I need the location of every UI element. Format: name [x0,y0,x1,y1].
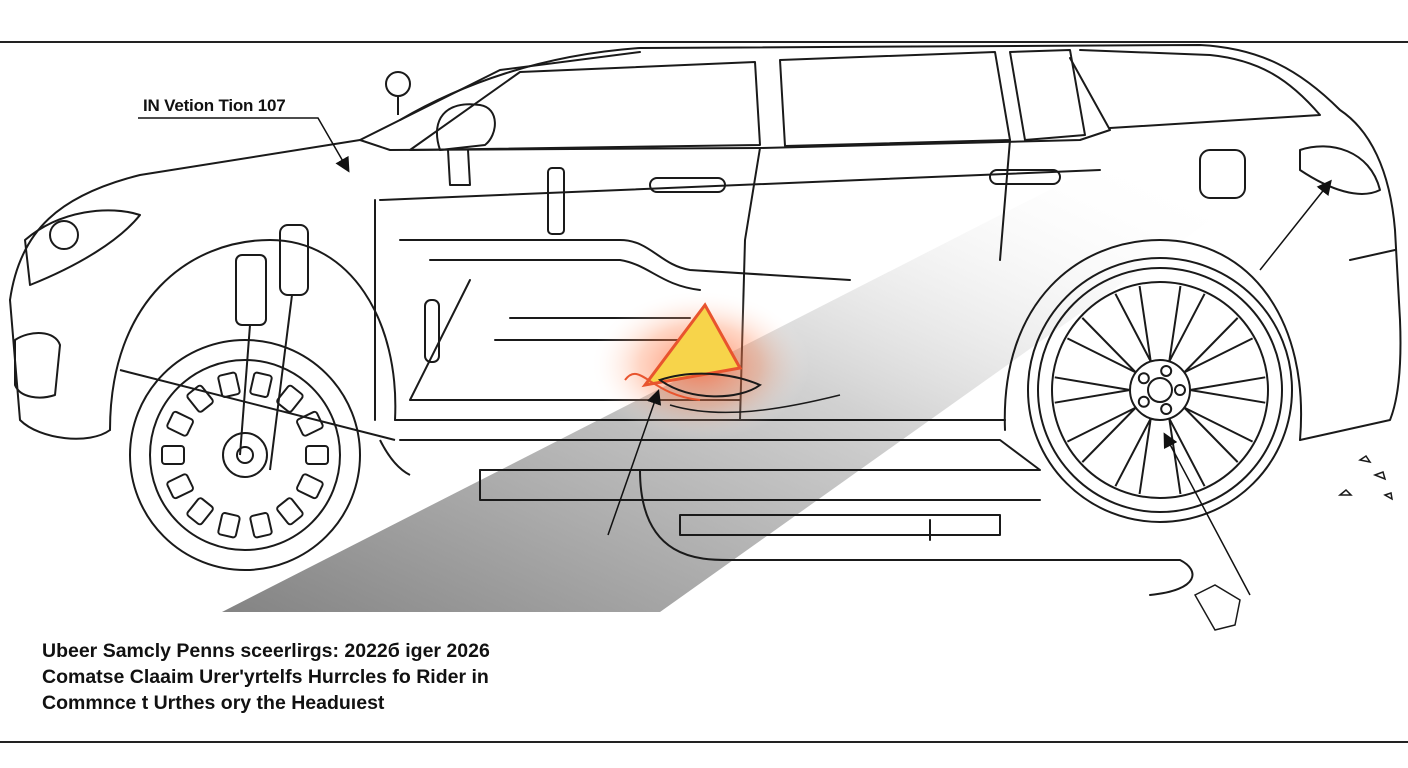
wheel-vent [276,384,304,413]
caption-line: Ubeer Samcly Penns sceerlirgs: 2022б ige… [42,640,490,662]
wheel-spoke [1183,317,1254,374]
wheel-spoke [1168,285,1206,362]
wheel-vent [161,445,185,465]
diagram-callout-label: IN Vetion Tion 107 [143,96,286,115]
damage-highlight [590,290,841,440]
lug-nut [1137,372,1150,385]
wheel-vent [166,410,194,437]
lug-nut [1137,395,1150,408]
wheel-spoke [1066,406,1137,463]
wheel-vent [305,445,329,465]
wheel-vent [186,497,214,526]
debris-fragments [1193,454,1393,631]
wheel-vent [249,371,273,398]
caption-line: Commnce t Urthes ory the Headuıest [42,692,385,714]
wheel-vent [296,410,324,437]
wheel-vent [249,512,273,539]
wheel-vent [217,371,241,398]
rear-wheel [1027,257,1293,523]
bottom-border [0,741,1408,743]
front-wheel [129,339,361,571]
wheel-spoke [1114,418,1152,495]
lug-nut [1174,384,1186,396]
wheel-spoke [1054,376,1131,404]
wheel-spoke [1168,418,1206,495]
top-border [0,41,1408,43]
antenna-badge [385,71,411,115]
wheel-spoke [1183,406,1254,463]
wheel-spoke [1189,376,1266,404]
lug-nut [1160,364,1173,377]
wheel-spoke [1066,317,1137,374]
leader-arrows [138,117,1332,596]
suspension-strut [119,224,411,476]
wheel-vent [276,497,304,526]
wheel-vent [217,512,241,539]
wheel-vent [296,473,324,500]
lug-nut [1160,403,1173,416]
caption-line: Comatse Claaim Urerʹyrtelfs Hurrcles fo … [42,666,489,688]
diagram-caption: Ubeer Samcly Penns sceerlirgs: 2022б ige… [42,638,662,716]
cutaway-shade [222,62,1408,612]
wheel-spoke [1114,285,1152,362]
wheel-vent [166,473,194,500]
